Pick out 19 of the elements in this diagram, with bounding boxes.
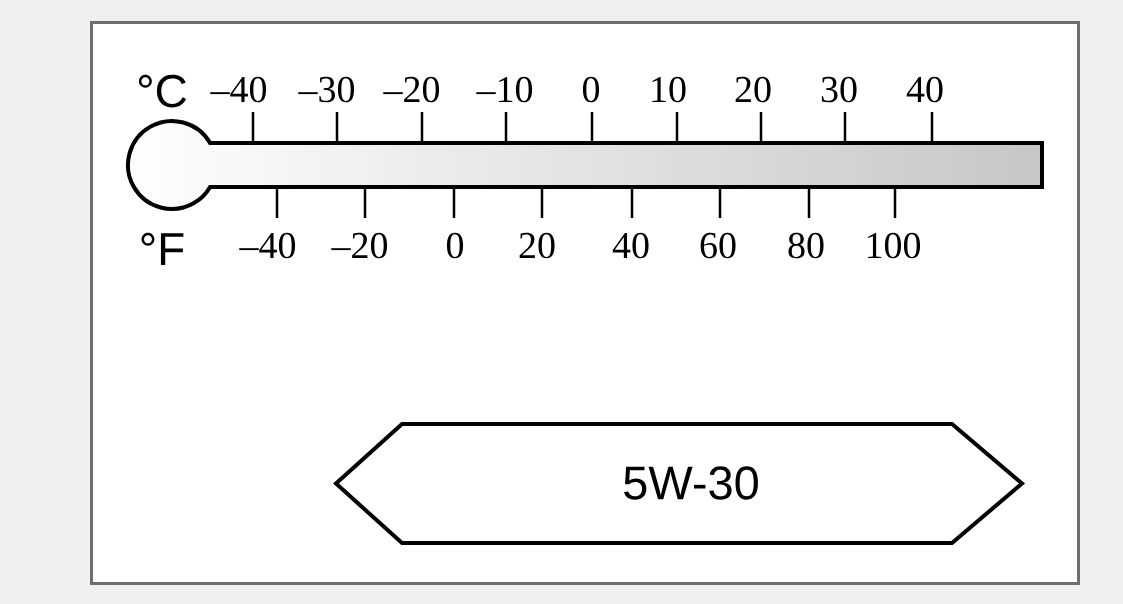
scale-label: 20 [519,232,555,259]
scale-label: –10 [476,76,533,103]
unit-label: °C [138,74,187,108]
scale-label: 80 [788,232,824,259]
scale-label: 40 [612,232,649,259]
scale-label: 60 [700,232,736,259]
scale-label: –40 [210,76,267,103]
scale-label: 30 [821,76,857,103]
scale-label: –30 [298,76,355,103]
scale-label: 0 [446,232,464,259]
scale-label: –20 [331,232,388,259]
scale-label: 10 [652,76,686,103]
scale-label: 20 [735,76,771,103]
scale-label: –40 [239,232,296,259]
unit-label: °F [141,232,184,265]
scale-label: 100 [867,232,921,259]
scale-label: 0 [582,76,600,103]
scale-label: 40 [906,76,943,103]
scale-label: –20 [383,76,440,103]
